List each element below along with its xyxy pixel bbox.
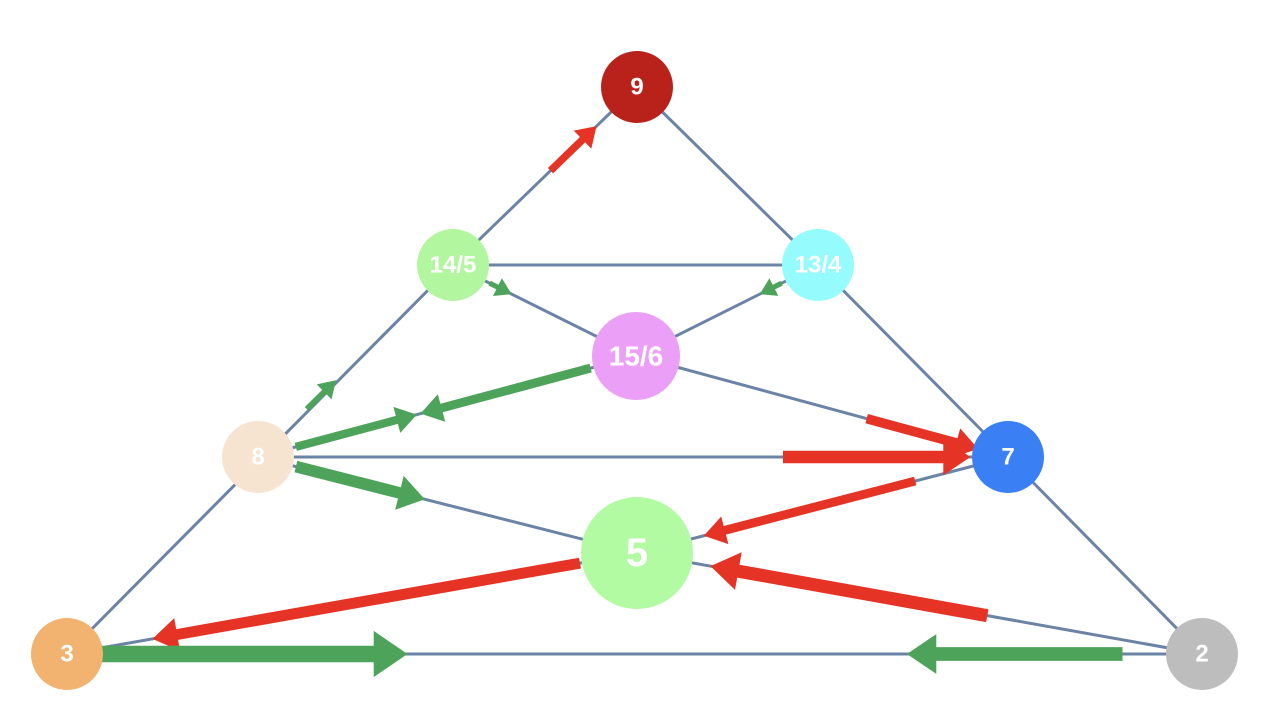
arrow-n2-to-n3	[906, 634, 1123, 674]
node-label: 13/4	[795, 252, 842, 279]
arrow-n8-to-n145	[304, 380, 336, 411]
arrow-n145-to-n156	[488, 278, 512, 296]
arrow-n134-to-n156	[759, 278, 783, 296]
node-n9[interactable]: 9	[601, 51, 673, 123]
edge-n145-n9	[451, 85, 639, 267]
node-circle	[592, 312, 680, 400]
node-label: 7	[1001, 444, 1014, 471]
node-circle	[31, 618, 103, 690]
arrow-n3-to-n2	[101, 630, 408, 678]
arrow-n7-to-n5	[703, 476, 917, 545]
node-circle	[581, 497, 693, 609]
node-n7[interactable]: 7	[972, 421, 1044, 493]
node-circle	[601, 51, 673, 123]
edge-n134-n7	[816, 263, 1010, 459]
node-label: 9	[630, 74, 643, 101]
node-label: 15/6	[609, 341, 664, 372]
node-circle	[972, 421, 1044, 493]
node-circle	[417, 229, 489, 301]
arrow-n156-to-n8	[420, 363, 592, 422]
arrow-n8-to-n7	[783, 438, 971, 476]
node-circle	[1166, 618, 1238, 690]
arrows-layer	[101, 126, 1123, 678]
node-n145[interactable]: 14/5	[417, 229, 489, 301]
node-label: 3	[60, 641, 73, 668]
node-n156[interactable]: 15/6	[592, 312, 680, 400]
node-n5[interactable]: 5	[581, 497, 693, 609]
edge-n9-n134	[635, 85, 820, 267]
node-n3[interactable]: 3	[31, 618, 103, 690]
arrow-n156-to-n7	[865, 414, 979, 458]
nodes-layer: 9 14/5 13/4 15/6 8 7 5 3 2	[31, 51, 1238, 690]
node-circle	[782, 229, 854, 301]
arrow-n2-to-n5	[710, 552, 989, 623]
arrow-n8-to-n5	[294, 460, 425, 510]
node-label: 8	[251, 444, 264, 471]
arrow-n5-to-n3	[152, 557, 581, 651]
arrow-n145-to-n9	[547, 126, 597, 174]
node-n2[interactable]: 2	[1166, 618, 1238, 690]
edge-n7-n2	[1006, 455, 1204, 656]
node-label: 5	[626, 531, 648, 575]
arrow-n8-to-n156	[294, 406, 417, 451]
node-label: 2	[1195, 641, 1208, 668]
node-label: 14/5	[430, 252, 477, 279]
node-n134[interactable]: 13/4	[782, 229, 854, 301]
node-n8[interactable]: 8	[222, 421, 294, 493]
node-circle	[222, 421, 294, 493]
